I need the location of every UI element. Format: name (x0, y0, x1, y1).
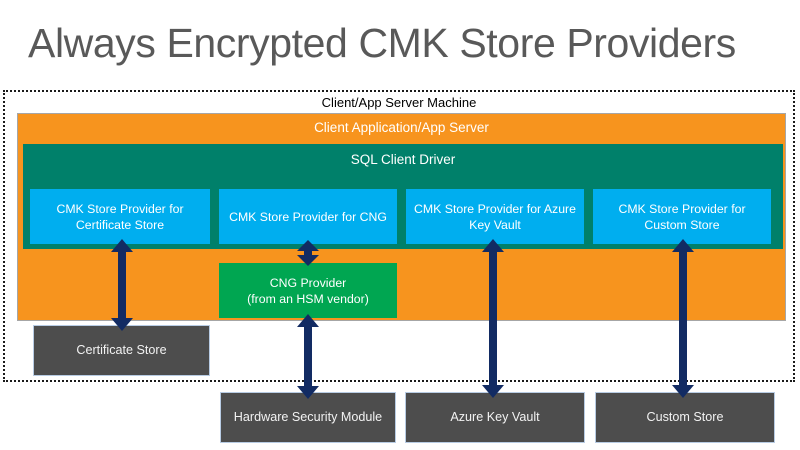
client-application-app-server-label: Client Application/App Server (314, 120, 489, 135)
connector-azure-key-vault-arrow (480, 239, 506, 398)
cmk-store-provider-cng: CMK Store Provider for CNG (219, 189, 397, 244)
connector-certificate-arrow (109, 239, 135, 331)
cmk-store-provider-custom-store: CMK Store Provider for Custom Store (593, 189, 771, 244)
cng-provider-box: CNG Provider (from an HSM vendor) (219, 263, 397, 318)
cng-provider-line1: CNG Provider (269, 275, 347, 290)
custom-store-box: Custom Store (595, 392, 775, 443)
hardware-security-module-box: Hardware Security Module (220, 392, 396, 443)
certificate-store-box: Certificate Store (33, 325, 210, 376)
azure-key-vault-box: Azure Key Vault (405, 392, 585, 443)
page-title: Always Encrypted CMK Store Providers (28, 20, 736, 66)
client-app-server-machine-label: Client/App Server Machine (321, 95, 477, 110)
connector-custom-store-arrow (670, 239, 696, 398)
cmk-store-provider-certificate-store: CMK Store Provider for Certificate Store (30, 189, 210, 244)
cmk-store-provider-azure-key-vault: CMK Store Provider for Azure Key Vault (406, 189, 584, 244)
cng-provider-label: CNG Provider (from an HSM vendor) (247, 275, 369, 307)
connector-cng-arrow (295, 240, 321, 266)
connector-hsm-arrow (295, 314, 321, 399)
client-app-server-machine-boundary (3, 90, 795, 382)
cng-provider-line2: (from an HSM vendor) (247, 291, 369, 306)
sql-client-driver-label: SQL Client Driver (350, 152, 456, 167)
